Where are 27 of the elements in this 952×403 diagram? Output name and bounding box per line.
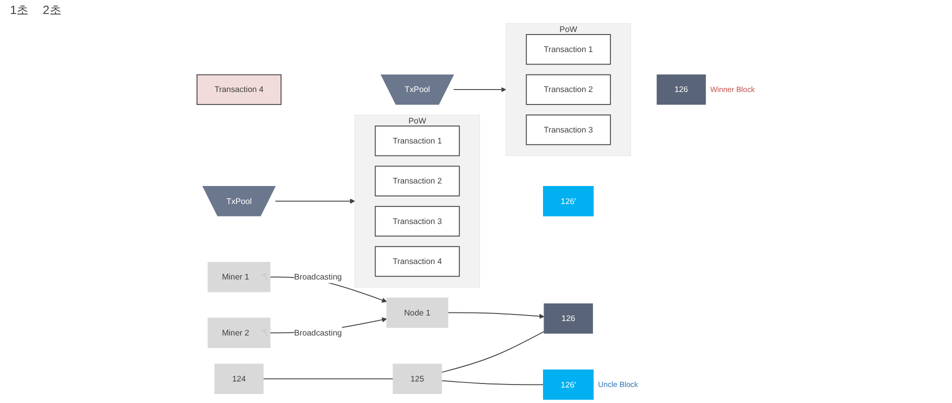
node-box: Transaction 2 bbox=[374, 166, 460, 196]
edge-label: Broadcasting bbox=[294, 328, 342, 338]
time-label: 2초 bbox=[42, 2, 62, 18]
node-box: Node 1 bbox=[386, 298, 448, 328]
arrow bbox=[448, 312, 544, 319]
node-box: Transaction 4 bbox=[196, 74, 282, 105]
node-box: 126 bbox=[544, 303, 593, 334]
node-box: Transaction 2 bbox=[526, 74, 611, 105]
node-box: 124 bbox=[214, 364, 264, 394]
edge-label: Broadcasting bbox=[294, 272, 342, 282]
arrow bbox=[274, 198, 356, 204]
node-box: 126 bbox=[656, 74, 706, 105]
node-box: 126′ bbox=[543, 370, 594, 400]
node-box: Miner 2 bbox=[208, 318, 270, 348]
node-box: 125 bbox=[392, 364, 442, 394]
node-box: Transaction 3 bbox=[526, 114, 611, 146]
node-box: Miner 1 bbox=[208, 262, 270, 292]
node-box: Transaction 1 bbox=[374, 126, 460, 156]
arrow bbox=[453, 87, 506, 92]
connector bbox=[441, 380, 544, 386]
node-box: Transaction 4 bbox=[374, 246, 460, 277]
time-label: 1초 bbox=[10, 2, 29, 18]
node-box: 126′ bbox=[543, 186, 594, 216]
node-box: Transaction 3 bbox=[374, 206, 460, 237]
connector bbox=[441, 331, 545, 373]
connector bbox=[262, 378, 394, 380]
node-box: Transaction 1 bbox=[526, 34, 611, 65]
